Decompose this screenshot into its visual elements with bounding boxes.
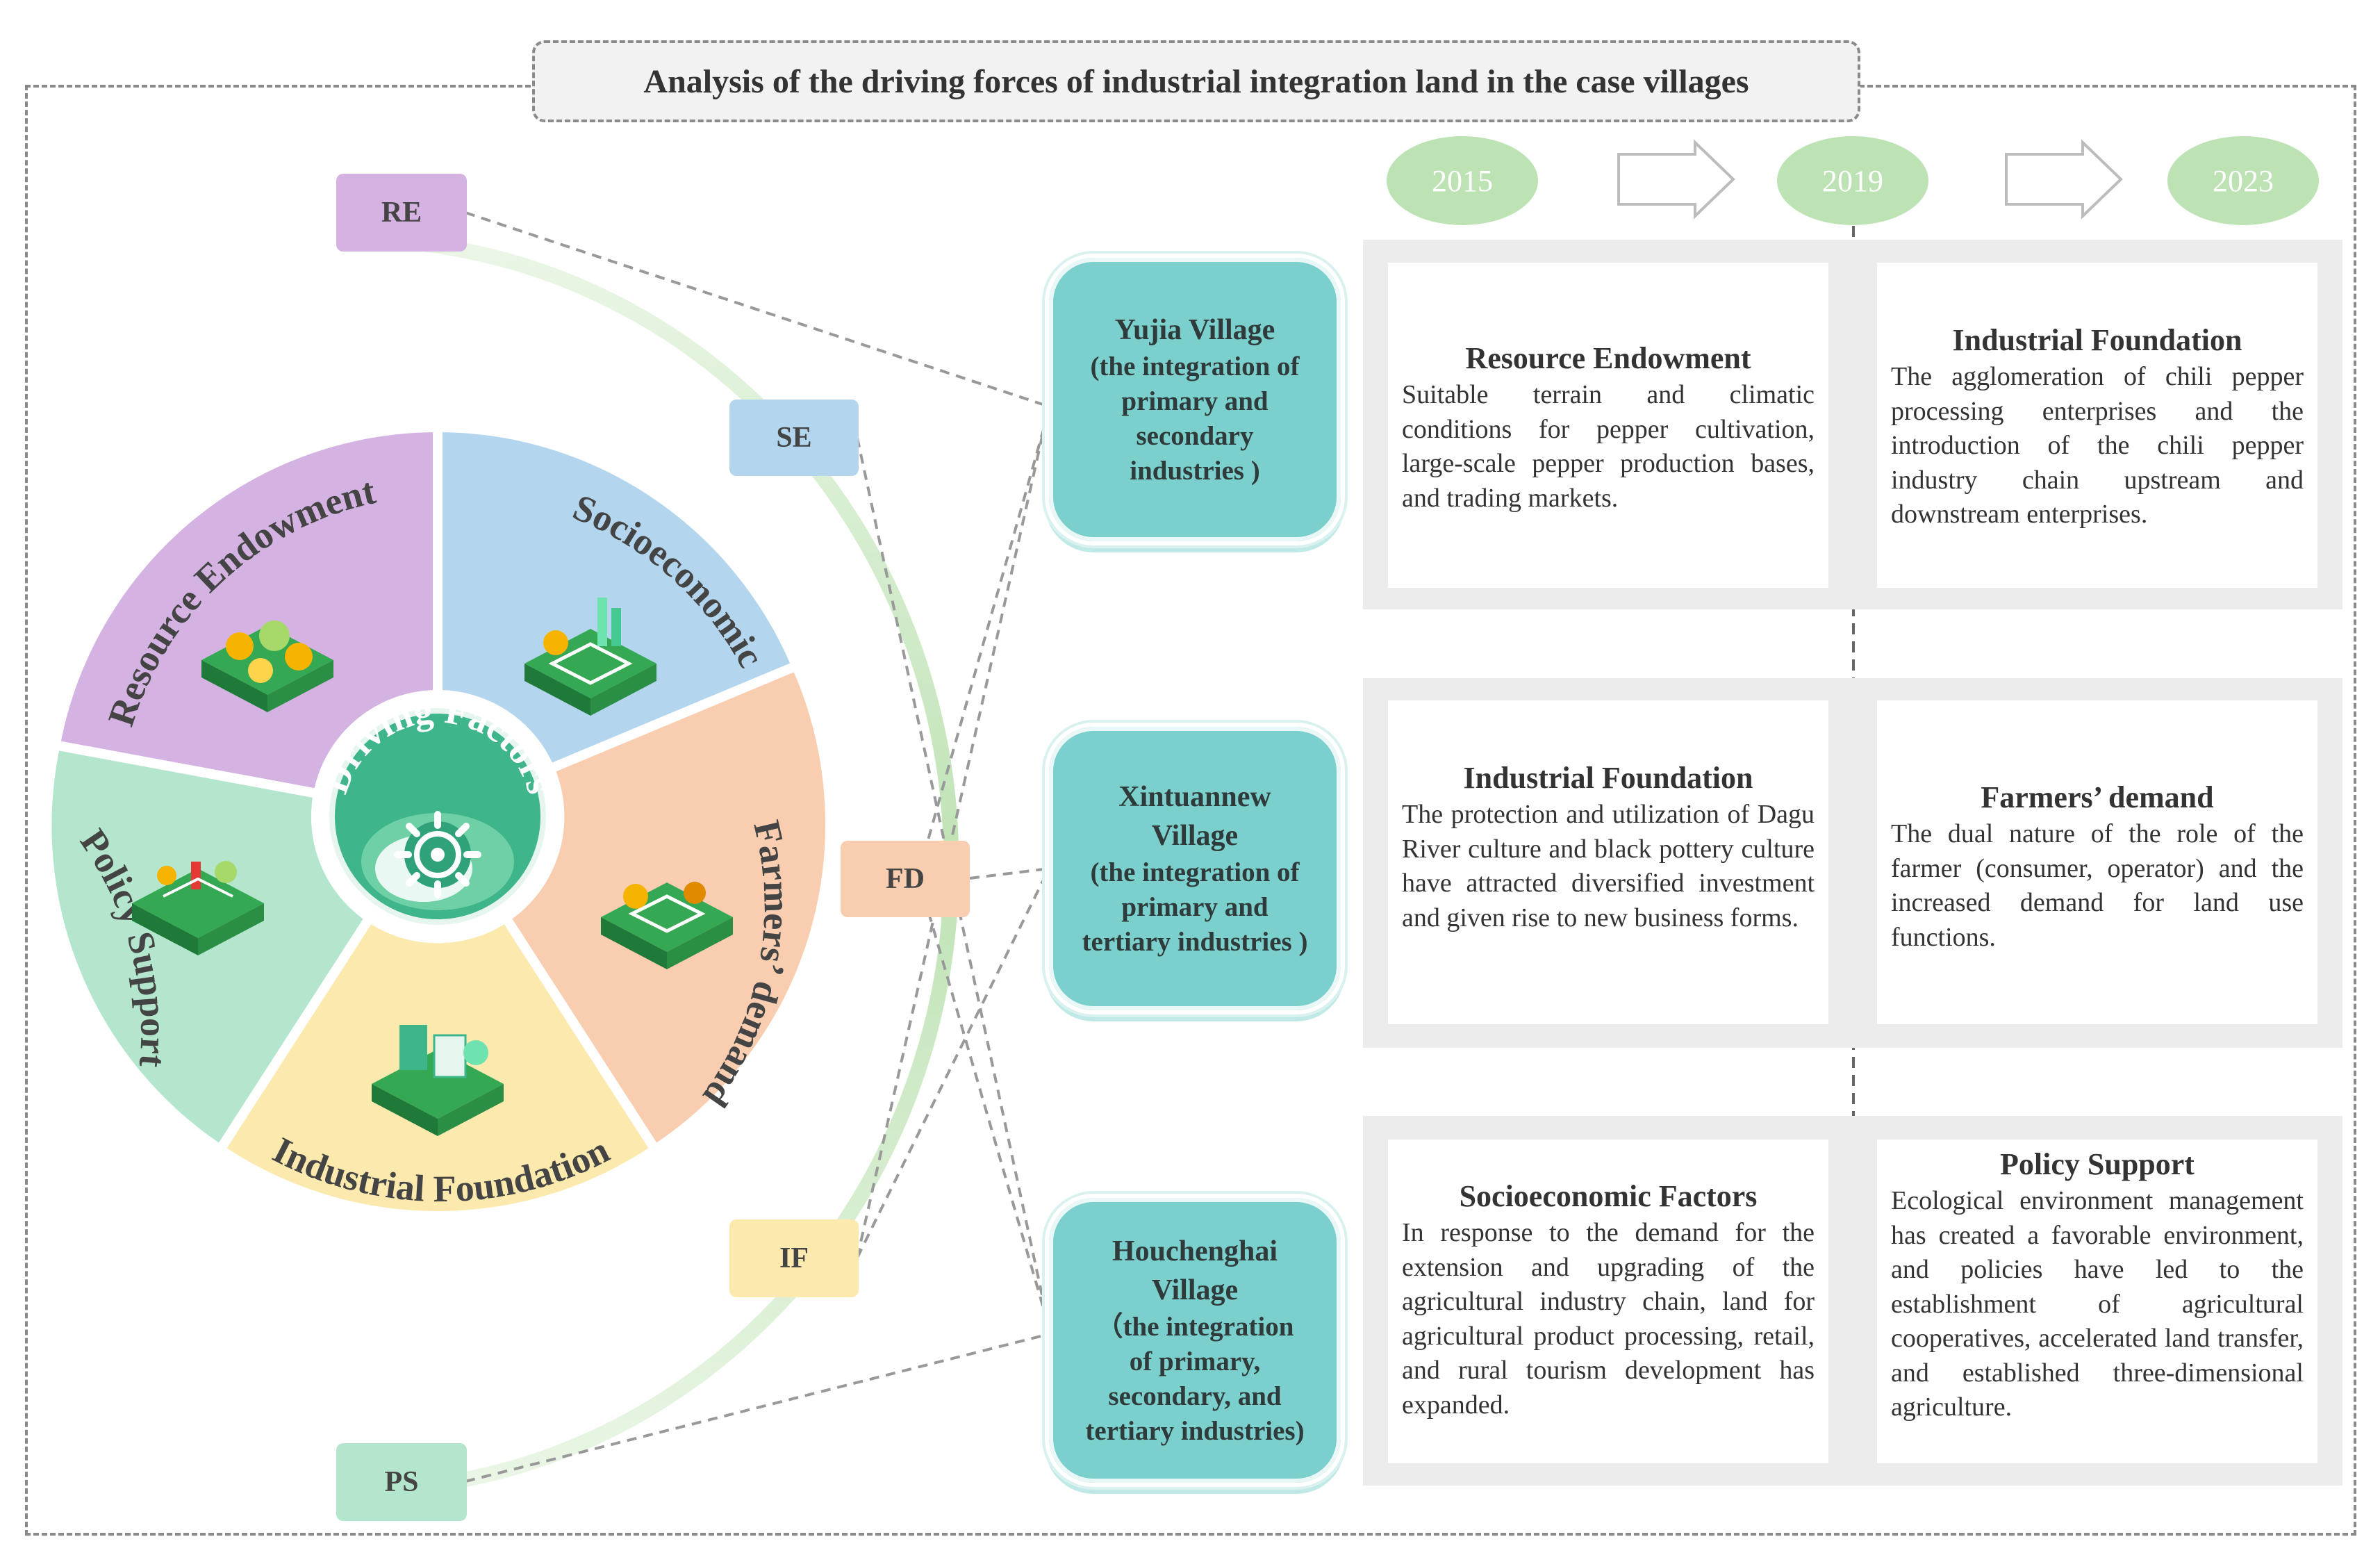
tag-fd: FD xyxy=(841,841,970,917)
card-houchenghai-2015: Socioeconomic Factors In response to the… xyxy=(1388,1140,1828,1463)
tag-ps: PS xyxy=(336,1443,467,1521)
resource-tile-icon xyxy=(201,620,333,712)
card-heading: Industrial Foundation xyxy=(1463,761,1753,795)
village-xintuannew: Xintuannew Village (the integration of p… xyxy=(1042,720,1348,1017)
village-desc-line: （the integration xyxy=(1096,1312,1294,1342)
village-desc-line: primary and xyxy=(1121,386,1268,416)
card-heading: Farmers’ demand xyxy=(1981,780,2214,814)
card-body: The dual nature of the role of the farme… xyxy=(1891,819,2304,952)
tag-if: IF xyxy=(729,1219,859,1297)
tag-re: RE xyxy=(336,174,467,252)
gear-icon xyxy=(361,811,514,910)
card-xintuannew-2019: Farmers’ demand The dual nature of the r… xyxy=(1877,700,2317,1024)
card-yujia-2015: Resource Endowment Suitable terrain and … xyxy=(1388,263,1828,588)
connector-lines xyxy=(465,211,1050,1483)
year-2015: 2015 xyxy=(1387,136,1538,225)
tag-se: SE xyxy=(729,400,859,476)
village-desc-line: (the integration of xyxy=(1090,352,1300,381)
segment-resource-endowment xyxy=(49,422,443,800)
card-body: Ecological environment management has cr… xyxy=(1891,1186,2304,1422)
card-yujia-2019: Industrial Foundation The agglomeration … xyxy=(1877,263,2317,588)
card-body: The protection and utilization of Dagu R… xyxy=(1402,800,1815,932)
arrow-icon xyxy=(1617,139,1735,220)
card-body: Suitable terrain and climatic conditions… xyxy=(1402,380,1815,513)
page-title: Analysis of the driving forces of indust… xyxy=(532,40,1860,122)
industrial-tile-icon xyxy=(372,1025,504,1136)
card-heading: Policy Support xyxy=(2000,1147,2195,1181)
village-name: Yujia Village xyxy=(1114,314,1275,346)
village-desc-line: tertiary industries ) xyxy=(1082,927,1308,957)
arrow-icon xyxy=(2005,139,2123,220)
village-name: Houchenghai Village xyxy=(1112,1235,1278,1306)
village-desc-line: (the integration of xyxy=(1090,857,1300,887)
village-houchenghai: Houchenghai Village （the integration of … xyxy=(1042,1191,1348,1490)
card-xintuannew-2015: Industrial Foundation The protection and… xyxy=(1388,700,1828,1024)
card-houchenghai-2019: Policy Support Ecological environment ma… xyxy=(1877,1140,2317,1463)
card-heading: Resource Endowment xyxy=(1465,341,1751,375)
card-heading: Socioeconomic Factors xyxy=(1459,1179,1758,1213)
socioeconomic-tile-icon xyxy=(524,598,656,716)
card-heading: Industrial Foundation xyxy=(1952,323,2242,357)
village-desc-line: of primary, xyxy=(1129,1347,1261,1376)
village-desc-line: secondary, and xyxy=(1108,1381,1282,1411)
village-desc-line: primary and xyxy=(1121,892,1268,922)
year-2023: 2023 xyxy=(2167,136,2319,225)
policy-tile-icon xyxy=(132,861,264,955)
segment-socioeconomic xyxy=(433,422,803,775)
card-body: In response to the demand for the extens… xyxy=(1402,1218,1815,1420)
village-desc-line: secondary xyxy=(1136,421,1254,451)
year-2019: 2019 xyxy=(1777,136,1928,225)
village-name: Xintuannew Village xyxy=(1118,781,1271,852)
village-desc-line: tertiary industries) xyxy=(1085,1416,1305,1446)
card-body: The agglomeration of chili pepper proces… xyxy=(1891,362,2304,529)
farmers-tile-icon xyxy=(601,882,733,969)
village-yujia: Yujia Village (the integration of primar… xyxy=(1042,251,1348,548)
village-desc-line: industries ) xyxy=(1130,456,1260,486)
